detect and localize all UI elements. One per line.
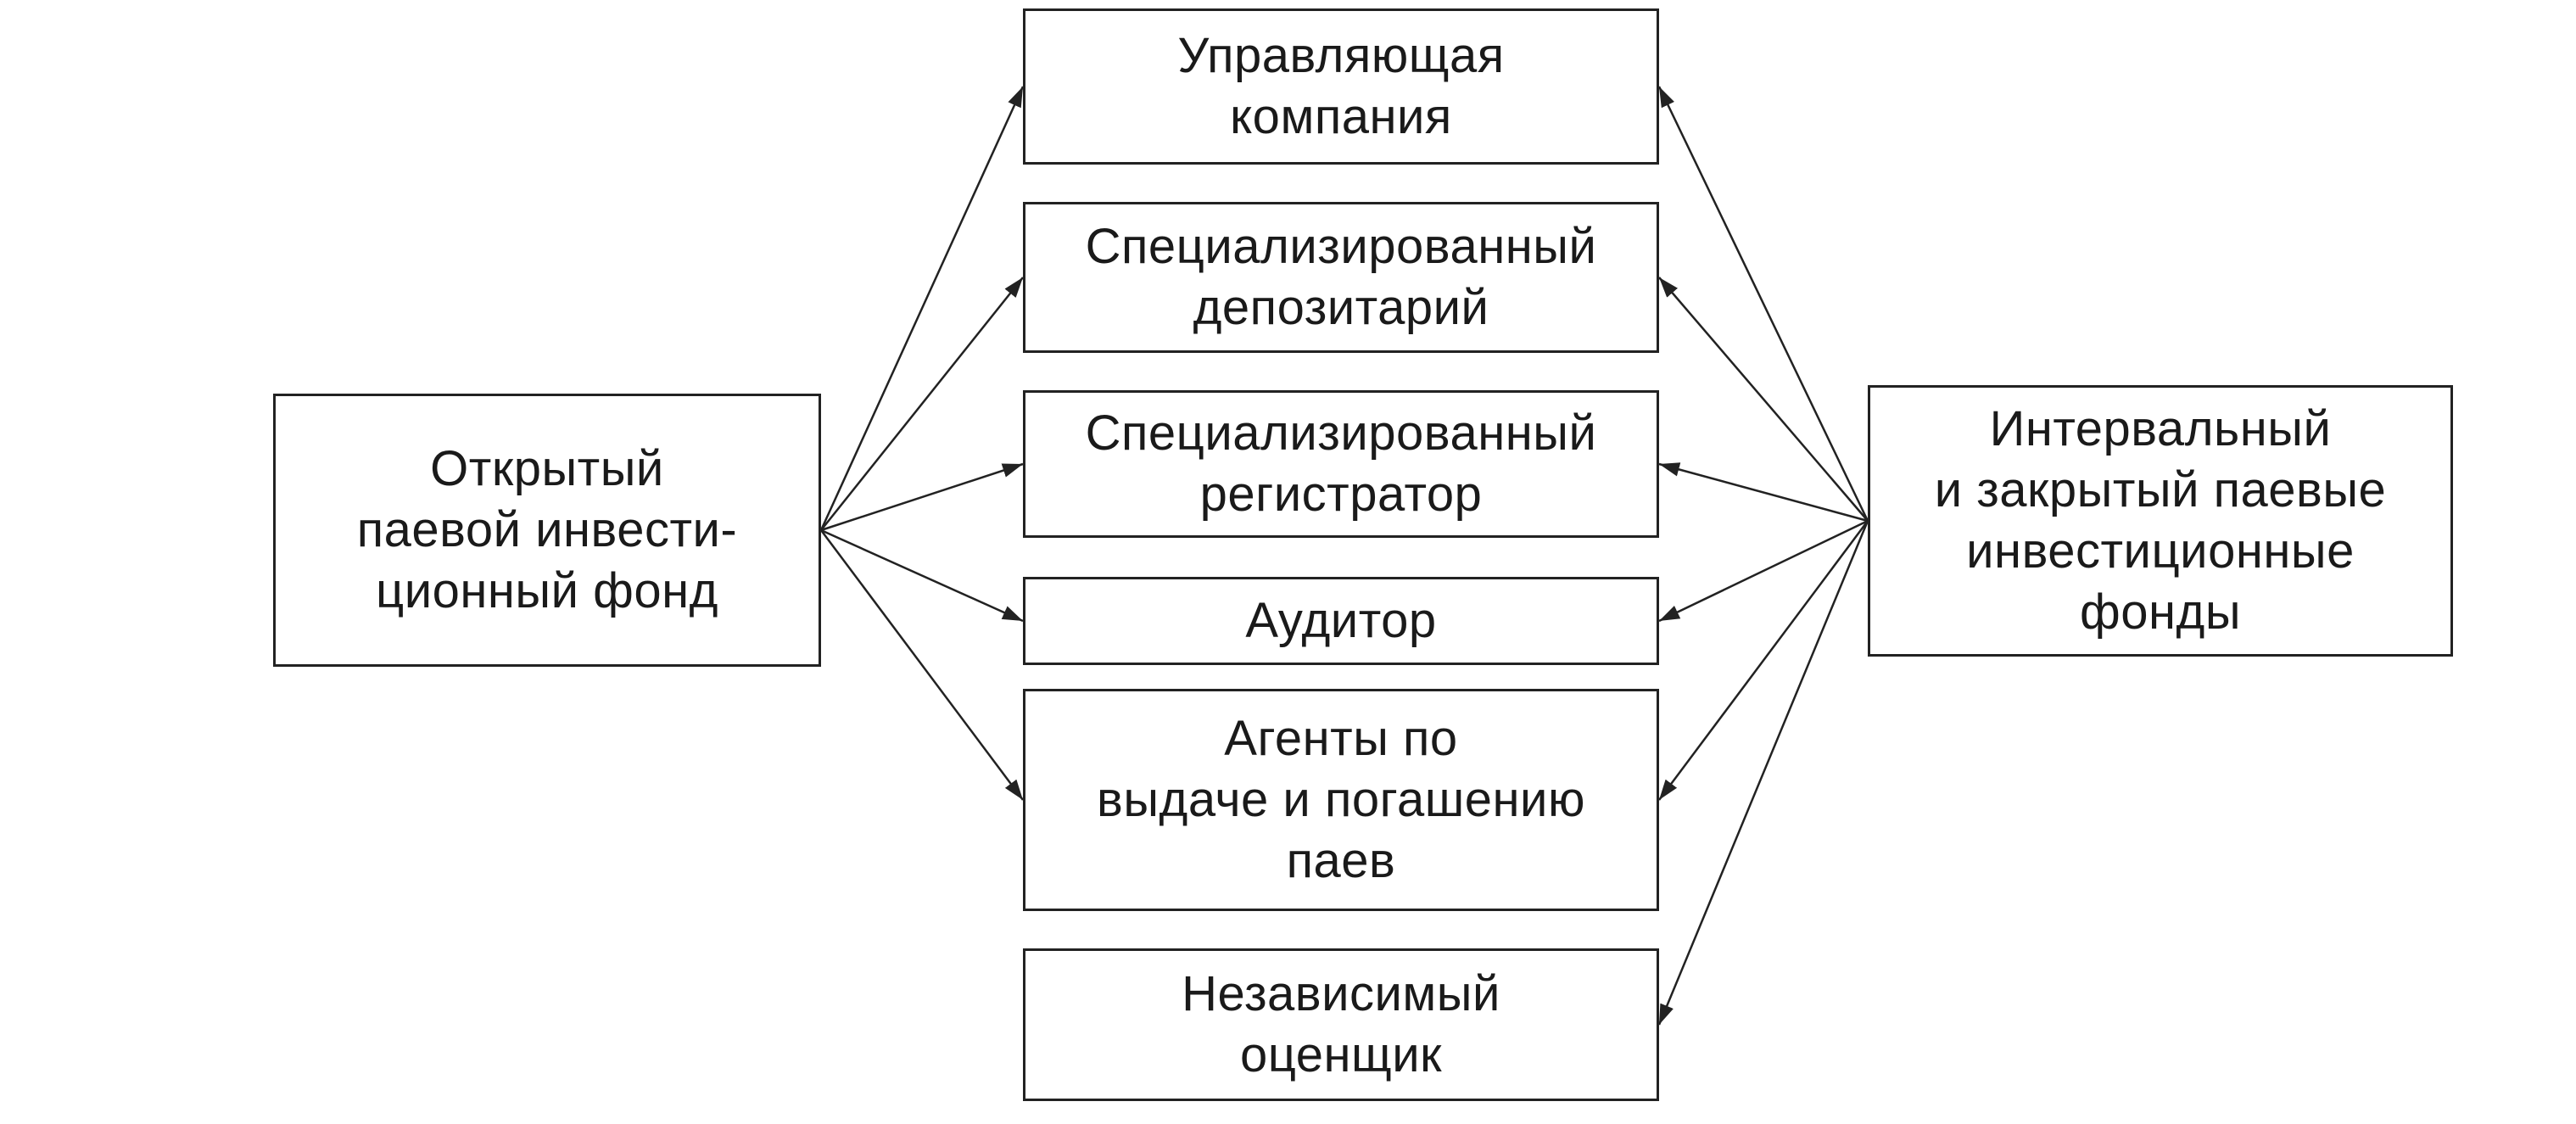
arrow-right-node-to-specialized-depository xyxy=(1658,277,1869,522)
specialized-depository-label: Специализированный депозитарий xyxy=(1085,219,1597,335)
open-fund-node: Открытый паевой инвести- ционный фонд xyxy=(273,394,821,667)
arrow-left-node-to-auditor xyxy=(820,528,1024,623)
arrow-left-node-to-specialized-depository xyxy=(820,277,1024,531)
specialized-registrar-node: Специализированный регистратор xyxy=(1023,390,1659,538)
arrow-left-node-to-specialized-registrar xyxy=(820,462,1024,532)
specialized-registrar-label: Специализированный регистратор xyxy=(1085,405,1597,522)
management-company-node: Управляющая компания xyxy=(1023,8,1659,165)
management-company-label: Управляющая компания xyxy=(1177,28,1505,144)
auditor-node: Аудитор xyxy=(1023,577,1659,665)
arrow-right-node-to-specialized-registrar xyxy=(1658,462,1869,523)
issue-redemption-agents-node: Агенты по выдаче и погашению паев xyxy=(1023,689,1659,911)
arrow-right-node-to-management-company xyxy=(1657,86,1869,522)
specialized-depository-node: Специализированный депозитарий xyxy=(1023,202,1659,353)
arrow-left-node-to-issue-redemption-agents xyxy=(819,529,1025,801)
arrow-left-node-to-management-company xyxy=(819,86,1025,531)
arrow-right-node-to-auditor xyxy=(1658,519,1869,623)
independent-appraiser-label: Независимый оценщик xyxy=(1182,966,1500,1082)
auditor-label: Аудитор xyxy=(1245,593,1437,648)
arrow-right-node-to-issue-redemption-agents xyxy=(1657,520,1869,801)
interval-closed-funds-label: Интервальный и закрытый паевые инвестици… xyxy=(1934,401,2387,640)
independent-appraiser-node: Независимый оценщик xyxy=(1023,948,1659,1101)
arrow-right-node-to-independent-appraiser xyxy=(1657,520,1869,1026)
interval-closed-funds-node: Интервальный и закрытый паевые инвестици… xyxy=(1868,385,2453,657)
open-fund-label: Открытый паевой инвести- ционный фонд xyxy=(356,441,738,618)
issue-redemption-agents-label: Агенты по выдаче и погашению паев xyxy=(1097,711,1585,888)
